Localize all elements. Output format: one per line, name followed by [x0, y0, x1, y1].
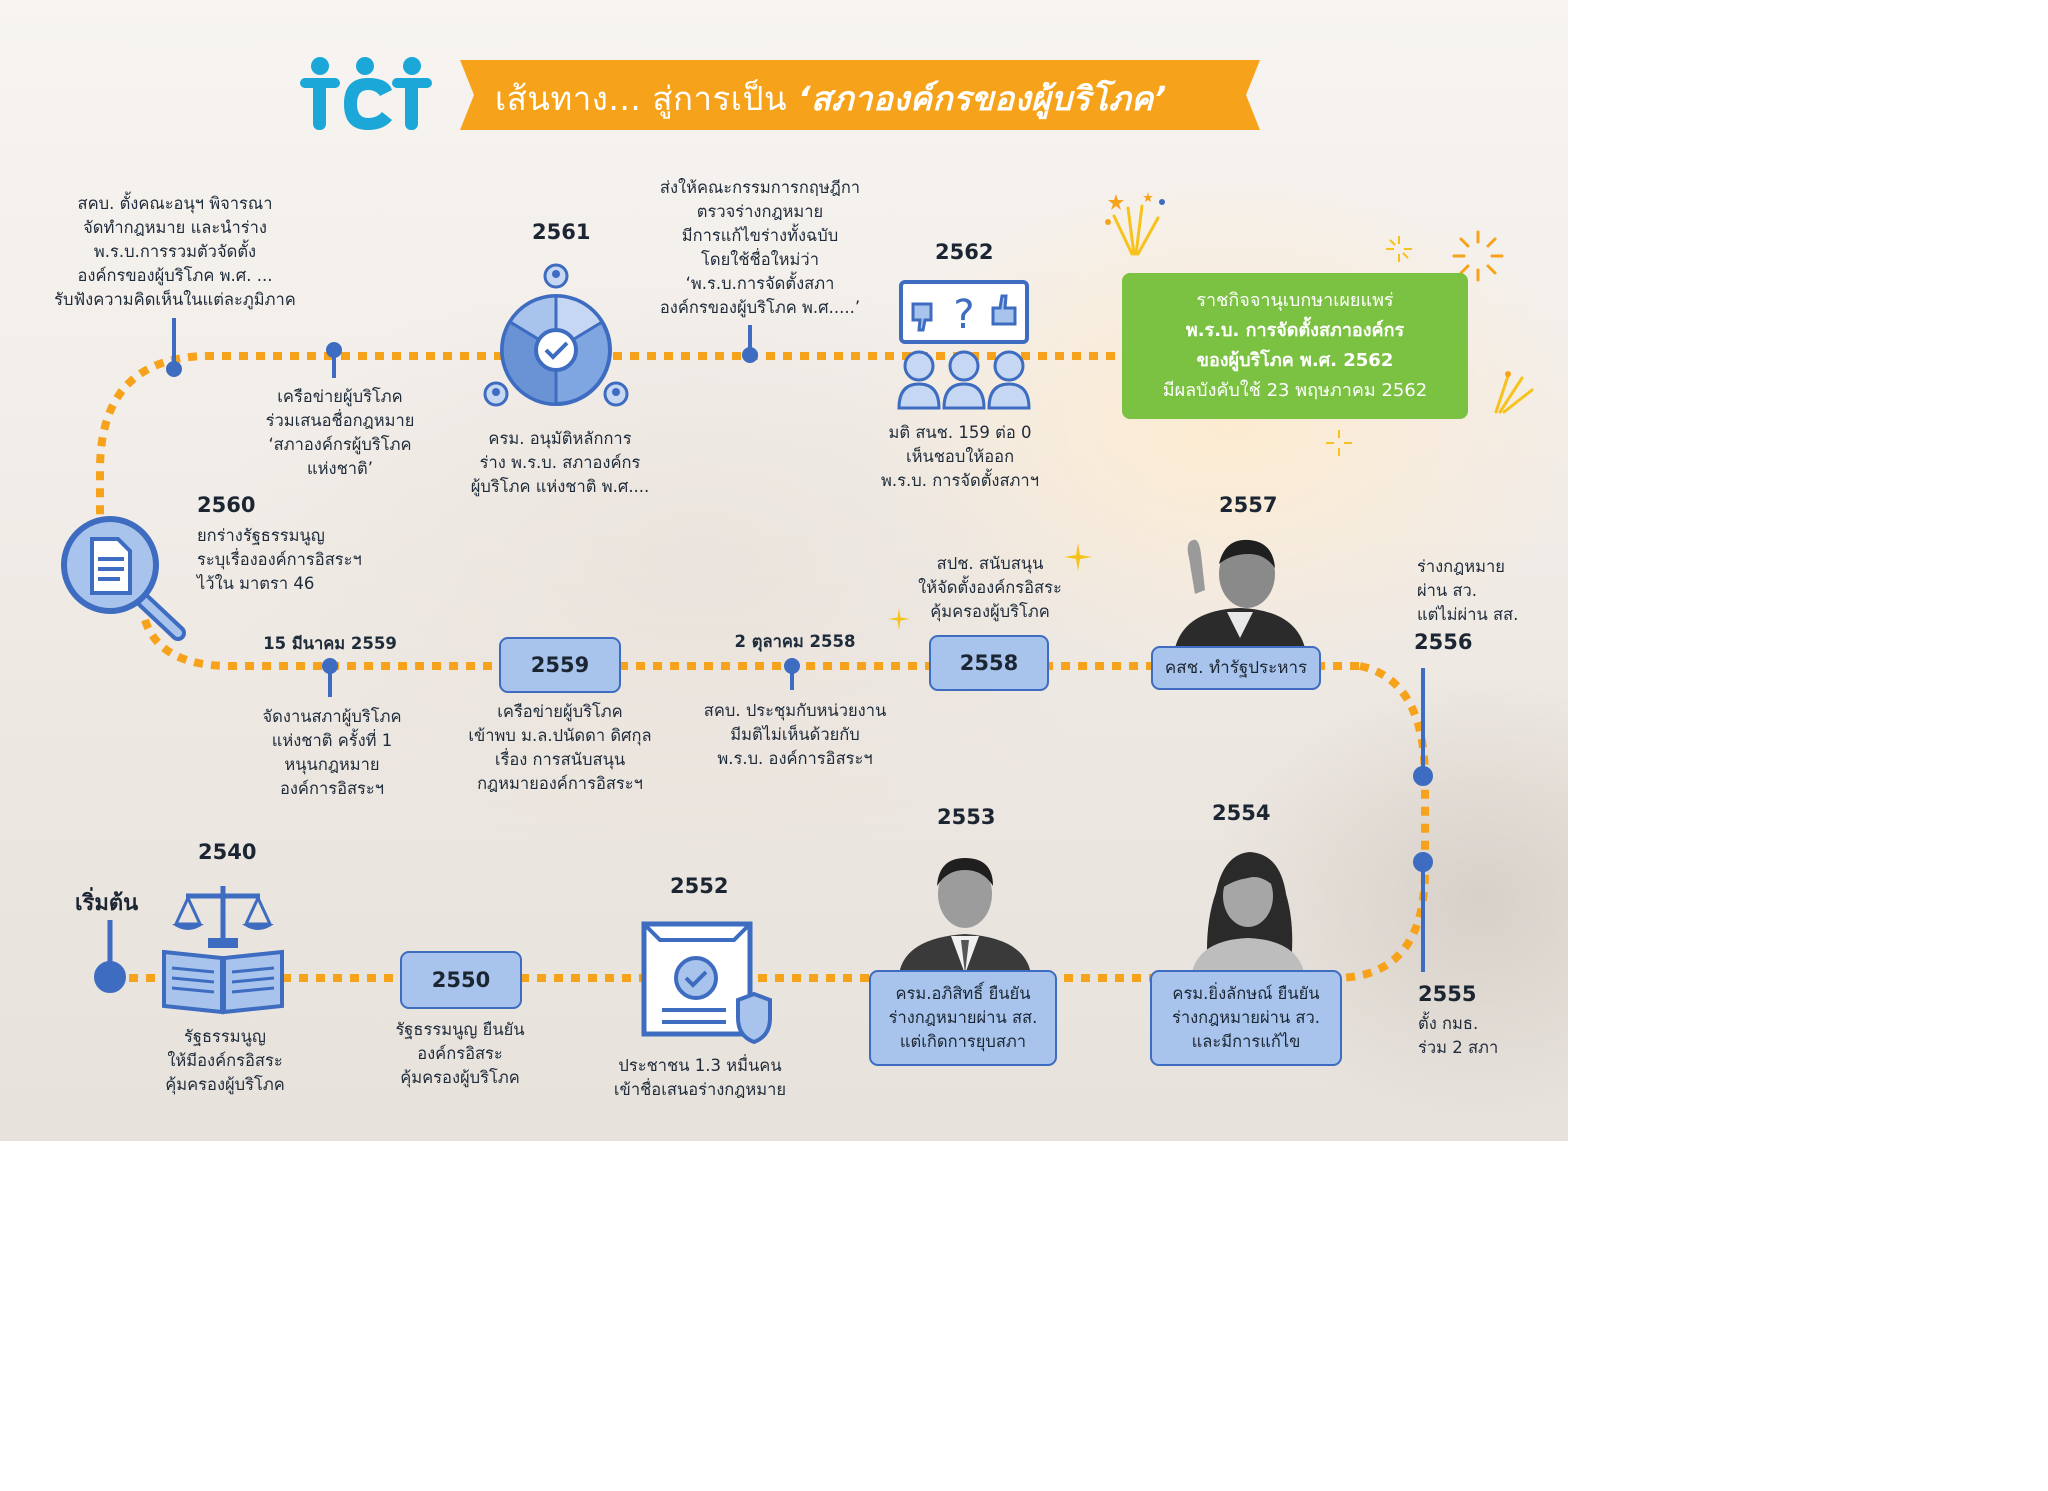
firework-icon [1384, 234, 1414, 264]
event-2560-constitution: ยกร่างรัฐธรรมนูญระบุเรื่ององค์การอิสระฯไ… [197, 526, 362, 593]
vote-people-icon: ? [893, 278, 1033, 413]
year-2556: 2556 [1414, 630, 1473, 654]
final-line-bold: พ.ร.บ. การจัดตั้งสภาองค์กร [1185, 320, 1405, 341]
marker-dot [742, 347, 758, 363]
box-2557-coup: คสช. ทำรัฐประหาร [1151, 646, 1321, 690]
ballot-box-icon [638, 918, 778, 1045]
final-line-bold: ของผู้บริโภค พ.ศ. 2562 [1196, 350, 1394, 371]
top-row-path [96, 352, 1115, 520]
year-2562: 2562 [935, 240, 994, 264]
year-2540: 2540 [198, 840, 257, 864]
date-2-oct-2558: 2 ตุลาคม 2558 [734, 632, 856, 651]
year-2557: 2557 [1219, 493, 1278, 517]
firework-icon [1102, 188, 1172, 258]
sparkle-icon [1064, 543, 1092, 571]
firework-icon [1450, 228, 1506, 284]
law-book-scales-icon [158, 880, 288, 1018]
box-2558: 2558 [929, 635, 1049, 691]
final-line: มีผลบังคับใช้ 23 พฤษภาคม 2562 [1162, 380, 1428, 401]
timeline-path [94, 318, 1433, 993]
right-curve-path [1334, 662, 1429, 982]
box-2553-abhisit: ครม.อภิสิทธิ์ ยืนยันร่างกฎหมายผ่าน สส.แต… [869, 970, 1057, 1066]
box-2550: 2550 [400, 951, 522, 1009]
event-2558-npc-support: สปช. สนับสนุนให้จัดตั้งองค์กรอิสระคุ้มคร… [918, 554, 1062, 621]
approval-circle-icon [478, 262, 636, 412]
start-label: เริ่มต้น [75, 891, 139, 916]
marker-dot [1413, 766, 1433, 786]
firework-icon [1324, 428, 1354, 458]
title-banner [460, 60, 1260, 130]
marker-dot [784, 658, 800, 674]
marker-dot [326, 342, 342, 358]
marker-dot [166, 361, 182, 377]
title-prefix: เส้นทาง... สู่การเป็น [495, 79, 798, 118]
infographic-canvas: { "header": { "logo_text": "tcc", "title… [0, 0, 1568, 1141]
event-2556-senate: ร่างกฎหมายผ่าน สว.แต่ไม่ผ่าน สส. [1417, 557, 1519, 624]
year-2555: 2555 [1418, 982, 1477, 1006]
start-marker-dot [94, 961, 126, 993]
event-2560-committee: สคบ. ตั้งคณะอนุฯ พิจารณาจัดทำกฎหมาย และน… [54, 194, 296, 309]
svg-text:?: ? [953, 292, 974, 338]
document-search-icon [58, 515, 194, 645]
event-2561-cabinet: ครม. อนุมัติหลักการร่าง พ.ร.บ. สภาองค์กร… [470, 429, 650, 496]
abhisit-photo [895, 842, 1035, 974]
year-2560: 2560 [197, 493, 256, 517]
year-2561: 2561 [532, 220, 591, 244]
event-2550-constitution: รัฐธรรมนูญ ยืนยันองค์กรอิสระคุ้มครองผู้บ… [395, 1020, 525, 1087]
marker-dot [322, 658, 338, 674]
event-2560-network-name: เครือข่ายผู้บริโภคร่วมเสนอชื่อกฎหมาย‘สภา… [265, 387, 415, 478]
year-2554: 2554 [1212, 801, 1271, 825]
date-15-mar-2559: 15 มีนาคม 2559 [263, 634, 397, 653]
event-2552-citizen-petition: ประชาชน 1.3 หมื่นคนเข้าชื่อเสนอร่างกฎหมา… [613, 1056, 787, 1099]
tcc-logo [296, 54, 432, 134]
event-2555-joint-committee: ตั้ง กมธ.ร่วม 2 สภา [1418, 1014, 1499, 1057]
box-2559: 2559 [499, 637, 621, 693]
year-2552: 2552 [670, 874, 729, 898]
page-title: เส้นทาง... สู่การเป็น ‘สภาองค์กรของผู้บร… [495, 72, 1167, 125]
event-2558-ocpb-meeting: สคบ. ประชุมกับหน่วยงานมีมติไม่เห็นด้วยกั… [703, 701, 887, 768]
box-2554-yingluck: ครม.ยิ่งลักษณ์ ยืนยันร่างกฎหมายผ่าน สว.แ… [1150, 970, 1342, 1066]
event-2559-network-meeting: เครือข่ายผู้บริโภคเข้าพบ ม.ล.ปนัดดา ดิศก… [468, 702, 652, 793]
final-enactment-box: ราชกิจจานุเบกษาเผยแพร่ พ.ร.บ. การจัดตั้ง… [1122, 273, 1468, 419]
yingluck-photo [1178, 836, 1318, 972]
prayut-photo [1165, 528, 1315, 648]
final-line: ราชกิจจานุเบกษาเผยแพร่ [1196, 290, 1394, 311]
event-2561-krisdika: ส่งให้คณะกรรมการกฤษฎีกาตรวจร่างกฎหมายมีก… [659, 178, 861, 317]
year-2553: 2553 [937, 805, 996, 829]
firework-icon [1488, 368, 1536, 416]
sparkle-icon [888, 608, 910, 630]
marker-dot [1413, 852, 1433, 872]
title-bold: ‘สภาองค์กรของผู้บริโภค’ [798, 79, 1167, 118]
event-2540-constitution: รัฐธรรมนูญให้มีองค์กรอิสระคุ้มครองผู้บริ… [165, 1027, 285, 1094]
